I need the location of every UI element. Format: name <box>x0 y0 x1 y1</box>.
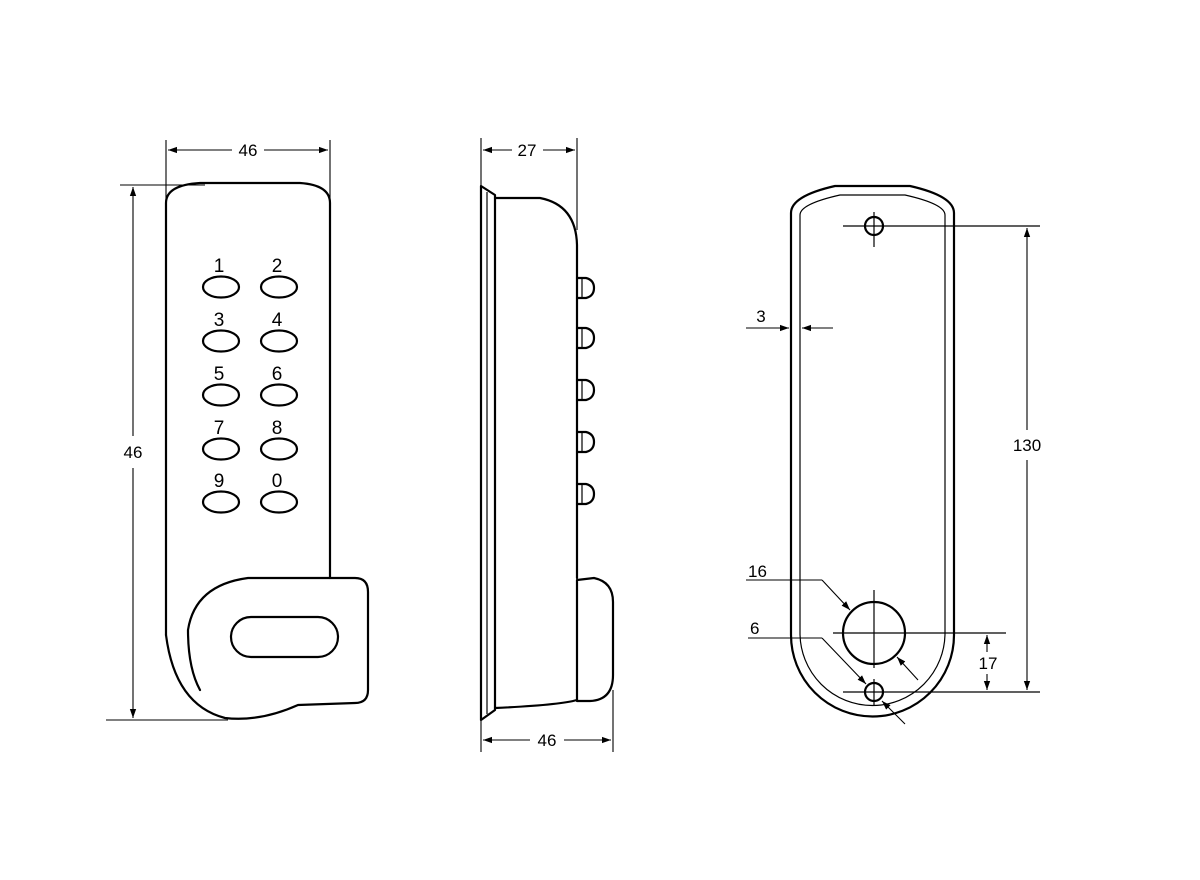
side-depth-dimension: 27 <box>480 138 578 230</box>
front-view: 1 2 3 4 5 6 7 8 9 0 46 46 <box>106 140 370 721</box>
key-label-8: 8 <box>272 418 283 439</box>
back-small-hole-dimension: 6 <box>748 619 906 725</box>
key-label-3: 3 <box>214 310 225 331</box>
key-button-4 <box>259 329 299 353</box>
side-flange <box>479 184 497 722</box>
side-buttons <box>575 276 596 506</box>
side-depth-label: 27 <box>518 141 537 160</box>
key-button-1 <box>201 275 241 299</box>
back-small-hole-label: 6 <box>750 619 759 638</box>
side-button-4 <box>575 430 596 454</box>
back-plate-inner-edge <box>799 194 946 707</box>
side-body-lower <box>493 698 579 710</box>
key-button-7 <box>201 437 241 461</box>
key-label-5: 5 <box>214 364 225 385</box>
key-label-6: 6 <box>272 364 283 385</box>
front-width-dimension: 46 <box>165 140 331 202</box>
back-thickness-label: 3 <box>756 307 765 326</box>
side-length-dimension: 46 <box>480 690 614 752</box>
back-offset-dimension: 17 <box>979 635 998 690</box>
key-label-4: 4 <box>272 310 283 331</box>
back-offset-label: 17 <box>979 654 998 673</box>
side-button-5 <box>575 482 596 506</box>
key-button-2 <box>259 275 299 299</box>
key-label-0: 0 <box>272 471 283 492</box>
keypad: 1 2 3 4 5 6 7 8 9 0 <box>201 256 299 514</box>
side-length-label: 46 <box>538 731 557 750</box>
key-button-0 <box>259 490 299 514</box>
front-body-outline <box>164 181 332 637</box>
side-button-2 <box>575 326 596 350</box>
front-handle-outline <box>164 576 370 720</box>
side-button-3 <box>575 378 596 402</box>
back-height-label: 130 <box>1013 436 1041 455</box>
front-height-label: 46 <box>124 443 143 462</box>
back-plate-outline <box>789 184 956 718</box>
key-button-6 <box>259 383 299 407</box>
side-latch <box>575 576 615 703</box>
key-label-2: 2 <box>272 256 283 277</box>
key-label-7: 7 <box>214 418 225 439</box>
back-thickness-dimension: 3 <box>746 307 833 332</box>
key-button-5 <box>201 383 241 407</box>
side-button-1 <box>575 276 596 300</box>
side-view: 27 46 <box>479 138 615 752</box>
key-button-8 <box>259 437 299 461</box>
key-button-3 <box>201 329 241 353</box>
front-height-dimension: 46 <box>106 184 228 721</box>
back-large-hole-dimension: 16 <box>746 562 919 681</box>
front-width-label: 46 <box>239 141 258 160</box>
side-body-outline <box>493 196 579 580</box>
front-handle-slot <box>229 615 340 659</box>
key-button-9 <box>201 490 241 514</box>
back-large-hole-label: 16 <box>748 562 767 581</box>
back-height-dimension: 130 <box>1013 228 1041 690</box>
key-label-9: 9 <box>214 471 225 492</box>
key-label-1: 1 <box>214 256 225 277</box>
back-view: 3 16 6 17 130 <box>746 184 1041 725</box>
